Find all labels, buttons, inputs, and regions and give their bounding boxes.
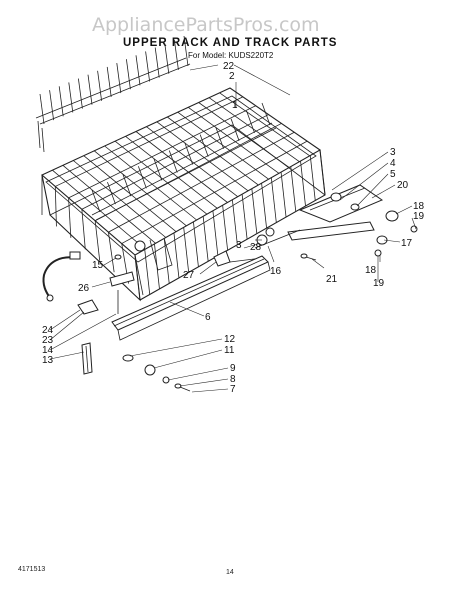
left-hardware xyxy=(42,250,263,375)
callout: 15 xyxy=(92,260,104,271)
callout: 18 xyxy=(413,201,425,212)
callout: 27 xyxy=(183,270,195,281)
callout: 24 xyxy=(42,325,54,336)
callout: 1 xyxy=(232,100,238,111)
track-rail xyxy=(111,255,271,392)
callout: 20 xyxy=(397,180,409,191)
callout: 14 xyxy=(42,345,54,356)
callouts: 22 2 1 3 4 5 20 18 19 17 18 19 21 16 28 … xyxy=(42,61,425,395)
right-track-parts xyxy=(254,184,418,261)
callout: 19 xyxy=(413,211,425,222)
page-number: 14 xyxy=(226,569,234,576)
callout: 11 xyxy=(224,345,235,356)
callout: 22 xyxy=(223,61,235,72)
callout: 23 xyxy=(42,335,54,346)
callout: 13 xyxy=(42,355,54,366)
callout: 4 xyxy=(390,158,396,169)
tine-comb xyxy=(35,35,191,153)
doc-number: 4171513 xyxy=(18,566,45,573)
callout: 8 xyxy=(230,374,236,385)
upper-rack-basket xyxy=(40,87,326,302)
callout: 7 xyxy=(230,384,236,395)
leader-lines xyxy=(49,64,417,393)
model-line: For Model: KUDS220T2 xyxy=(188,51,274,60)
callout: 19 xyxy=(373,278,385,289)
watermark: AppliancePartsPros.com xyxy=(92,14,320,36)
callout: 9 xyxy=(230,363,236,374)
callout: 26 xyxy=(78,283,90,294)
callout: 21 xyxy=(326,274,338,285)
callout: 28 xyxy=(250,242,262,253)
callout: 17 xyxy=(401,238,413,249)
callout: 6 xyxy=(205,312,211,323)
diagram-title: UPPER RACK AND TRACK PARTS xyxy=(123,37,337,49)
callout: 16 xyxy=(270,266,282,277)
callout: 18 xyxy=(365,265,377,276)
callout: 3 xyxy=(390,147,396,158)
callout: 12 xyxy=(224,334,236,345)
callout: 3 xyxy=(236,240,242,251)
callout: 2 xyxy=(229,71,235,82)
callout: 5 xyxy=(390,169,396,180)
